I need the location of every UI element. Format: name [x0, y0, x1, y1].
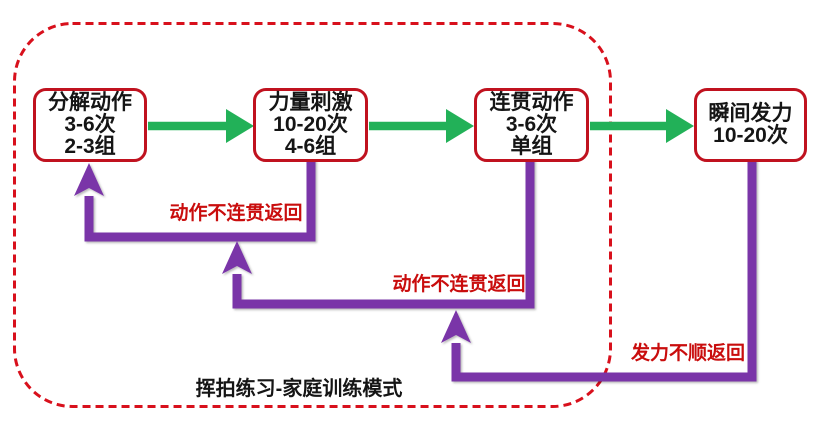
return-arrowhead-2-icon — [222, 241, 252, 274]
return-arrowhead-3-icon — [441, 310, 471, 343]
return-path-1 — [84, 159, 316, 242]
step-text-line: 3-6次 — [64, 113, 116, 136]
diagram-caption: 挥拍练习-家庭训练模式 — [195, 378, 403, 400]
step-box-1: 分解动作 3-6次 2-3组 — [33, 88, 147, 162]
return-arrowhead-1-icon — [74, 163, 104, 196]
step-text-line: 力量刺激 — [268, 91, 353, 114]
flow-arrow-1-icon — [148, 109, 254, 143]
step-text-line: 3-6次 — [505, 113, 558, 136]
step-text-line: 分解动作 — [48, 91, 132, 114]
return-path-3 — [451, 159, 757, 382]
step-text-line: 连贯动作 — [489, 91, 574, 114]
dashed-boundary — [13, 22, 612, 408]
step-text-line: 10-20次 — [273, 113, 348, 136]
step-box-2: 力量刺激 10-20次 4-6组 — [253, 88, 368, 162]
flow-arrow-2-icon — [369, 109, 474, 143]
step-text-line: 10-20次 — [713, 124, 788, 147]
return-label-3: 发力不顺返回 — [630, 343, 745, 364]
step-text-line: 瞬间发力 — [708, 102, 793, 125]
step-box-3: 连贯动作 3-6次 单组 — [474, 88, 589, 162]
return-label-2: 动作不连贯返回 — [392, 274, 526, 295]
return-label-1: 动作不连贯返回 — [169, 203, 303, 224]
step-text-line: 4-6组 — [284, 135, 337, 158]
step-box-4: 瞬间发力 10-20次 — [694, 88, 807, 162]
return-path-2 — [232, 159, 535, 309]
step-text-line: 单组 — [510, 135, 553, 158]
step-text-line: 2-3组 — [64, 135, 116, 158]
flow-arrow-3-icon — [590, 109, 694, 143]
